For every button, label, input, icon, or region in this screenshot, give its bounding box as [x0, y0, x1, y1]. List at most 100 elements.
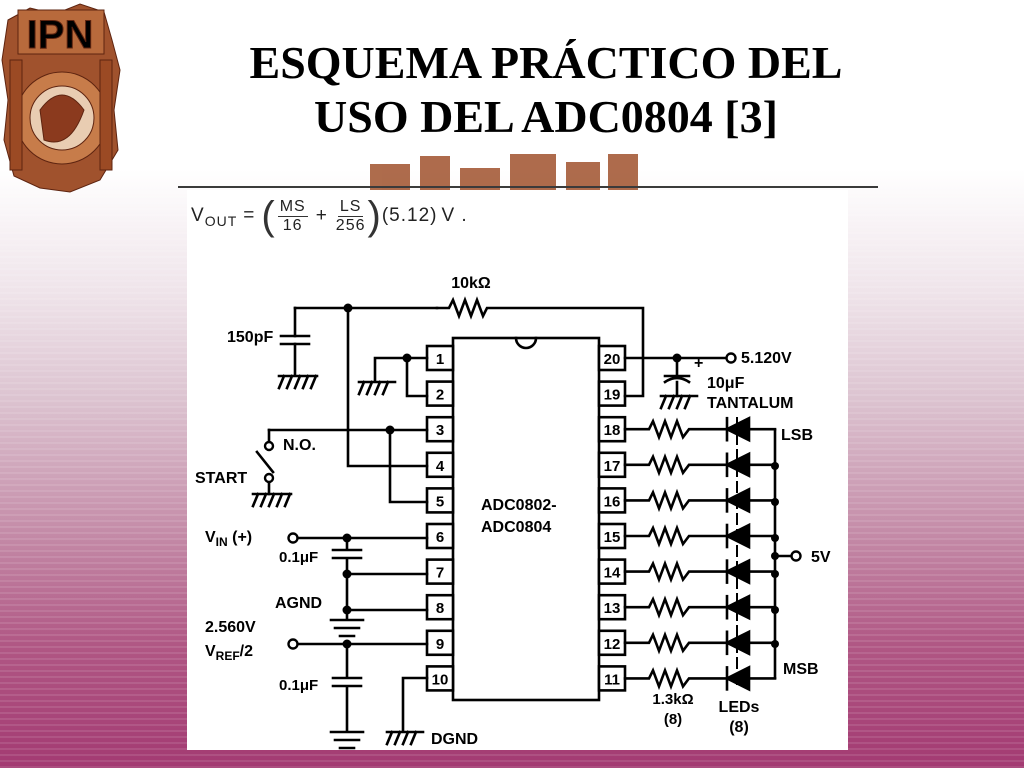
led-resistor	[623, 488, 727, 513]
junction-dot	[343, 303, 353, 313]
label-10k: 10kΩ	[451, 275, 491, 292]
feedback-resistor-wire	[435, 296, 645, 398]
title-line-1: ESQUEMA PRÁCTICO DEL	[249, 37, 843, 88]
label-vin: VIN (+)	[205, 529, 252, 549]
junction-dot	[771, 552, 779, 560]
pin-number-right: 15	[604, 529, 621, 546]
junction-dot	[771, 570, 779, 578]
pin-number-left: 8	[436, 600, 444, 617]
pin-box-right	[597, 415, 627, 443]
pin-number-right: 19	[604, 387, 621, 404]
pin-number-right: 14	[604, 565, 621, 582]
junction-dot	[342, 605, 352, 615]
pin-number-left: 4	[436, 458, 445, 475]
cap-vref	[331, 642, 363, 732]
pin-number-left: 5	[436, 493, 444, 510]
tantalum-capacitor	[663, 356, 691, 398]
junction-dot	[342, 569, 352, 579]
pin-number-right: 13	[604, 600, 621, 617]
ground-start-switch	[251, 492, 293, 508]
pin-number-right: 20	[604, 351, 621, 368]
formula-equals: =	[243, 205, 256, 226]
pin-number-left: 2	[436, 387, 444, 404]
slide-title: ESQUEMA PRÁCTICO DEL USO DEL ADC0804 [3]	[197, 26, 895, 144]
pin-number-left: 7	[436, 565, 444, 582]
label-cap-vref: 0.1μF	[279, 677, 318, 694]
pin-box-right	[597, 380, 627, 407]
led-resistor	[623, 666, 727, 691]
pin-box-left	[425, 558, 455, 585]
title-divider	[178, 186, 878, 188]
label-150pf: 150pF	[227, 329, 273, 346]
pin-number-right: 11	[604, 671, 620, 688]
clkr-wire	[346, 306, 429, 468]
terminal-vref	[287, 638, 299, 650]
junction-dot	[771, 462, 779, 470]
title-line-2: USO DEL ADC0804 [3]	[314, 91, 778, 142]
pin-number-right: 17	[604, 458, 621, 475]
ground-pins-1-2	[357, 380, 397, 396]
junction-dot	[342, 639, 352, 649]
title-box: ESQUEMA PRÁCTICO DEL USO DEL ADC0804 [3]	[197, 26, 895, 154]
pin2-wire	[405, 356, 429, 398]
junction-dot	[342, 533, 352, 543]
label-msb: MSB	[783, 661, 819, 678]
ground-tantalum	[659, 394, 699, 410]
formula-unit: V .	[441, 205, 468, 226]
formula-plus: +	[315, 205, 328, 226]
led-diode	[724, 522, 751, 550]
formula-close-paren: )	[367, 194, 382, 238]
frac-ms-den: 16	[282, 216, 303, 234]
pin-number-left: 9	[436, 636, 444, 653]
frac-ls-den: 256	[335, 216, 366, 234]
junction-dot	[771, 498, 779, 506]
label-leds-count: (8)	[729, 719, 749, 736]
junction-dot	[771, 534, 779, 542]
label-lsb: LSB	[781, 427, 813, 444]
building-decoration	[370, 152, 638, 190]
label-leds: LEDs	[719, 699, 760, 716]
formula-open-paren: (	[261, 194, 276, 238]
label-start: START	[195, 470, 247, 487]
cap-vin	[331, 536, 363, 576]
label-no: N.O.	[283, 437, 316, 454]
dgnd-ground	[385, 730, 425, 746]
label-dgnd: DGND	[431, 731, 478, 748]
vref-ground	[329, 730, 365, 750]
pin-number-left: 1	[436, 351, 444, 368]
terminals	[263, 352, 802, 650]
pin-number-left: 3	[436, 422, 444, 439]
junction-dot	[402, 353, 412, 363]
junction-dot	[385, 425, 395, 435]
pin-box-left	[425, 487, 455, 514]
ipn-seal-logo: IPN	[1, 3, 121, 193]
switch-contact-top	[263, 440, 275, 452]
junction-dot	[672, 353, 682, 363]
logo-text: IPN	[27, 13, 94, 57]
label-10uf: 10μF	[707, 375, 745, 392]
chip-label-2: ADC0804	[481, 519, 551, 536]
formula-lhs-sub: OUT	[204, 213, 238, 229]
label-polarity: +	[694, 355, 703, 372]
pin-box-right	[597, 665, 627, 692]
pin-number-right: 12	[604, 636, 621, 653]
formula-lhs: V	[191, 205, 205, 226]
label-vref-value: 2.560V	[205, 619, 256, 636]
pin-box-left	[425, 593, 455, 621]
led-resistor	[623, 417, 727, 441]
ground-150pf	[277, 374, 319, 390]
label-cap-vin: 0.1μF	[279, 549, 318, 566]
frac-ms-num: MS	[277, 197, 308, 217]
chip-notch	[514, 336, 538, 350]
led-diode	[724, 665, 751, 692]
terminal-5120v	[725, 352, 737, 364]
frac-ls-num: LS	[337, 197, 364, 217]
pin-number-right: 16	[604, 493, 621, 510]
pin-box-left	[425, 522, 455, 550]
